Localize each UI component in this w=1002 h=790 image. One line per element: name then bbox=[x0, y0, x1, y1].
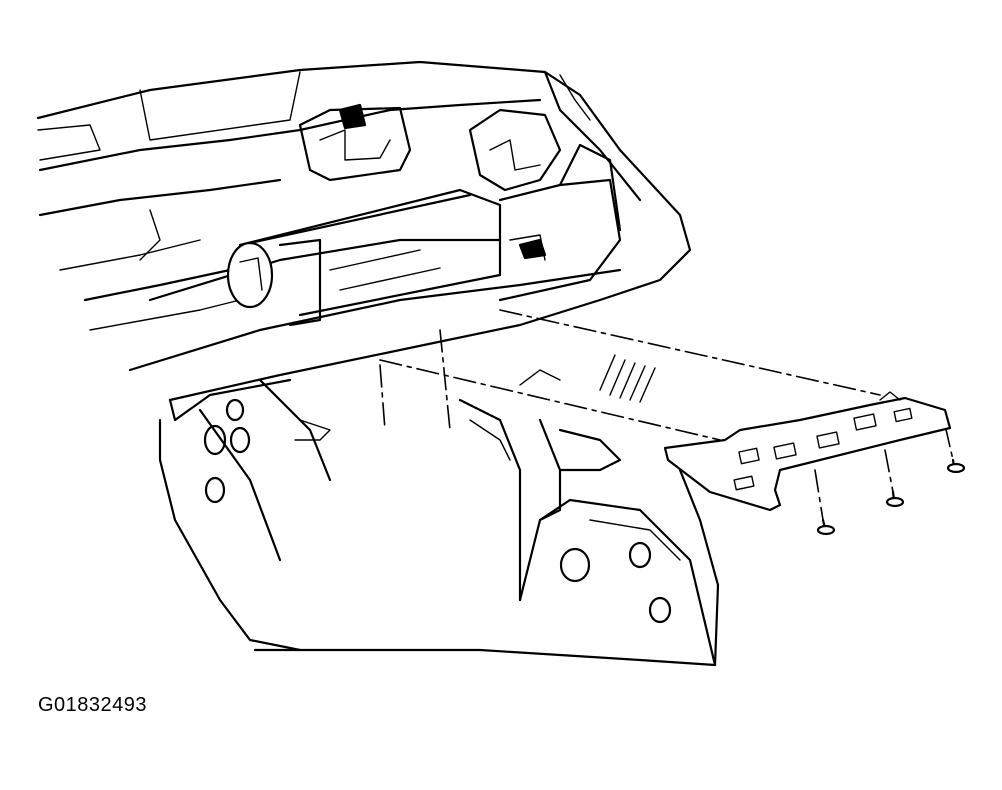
upper-bracket-left bbox=[298, 103, 412, 182]
fastener-left bbox=[816, 518, 836, 536]
fastener-right bbox=[946, 458, 966, 474]
figure-id-label: G01832493 bbox=[38, 694, 148, 716]
fastener-middle bbox=[885, 490, 905, 508]
right-housing bbox=[498, 143, 622, 302]
cylindrical-module bbox=[226, 188, 502, 327]
alignment-lines bbox=[379, 309, 954, 521]
upper-bracket-right bbox=[468, 108, 562, 192]
lower-support-frame bbox=[158, 378, 720, 667]
instrument-panel-frame bbox=[36, 60, 692, 402]
removable-panel bbox=[663, 391, 952, 512]
panel-hatching bbox=[519, 354, 656, 403]
